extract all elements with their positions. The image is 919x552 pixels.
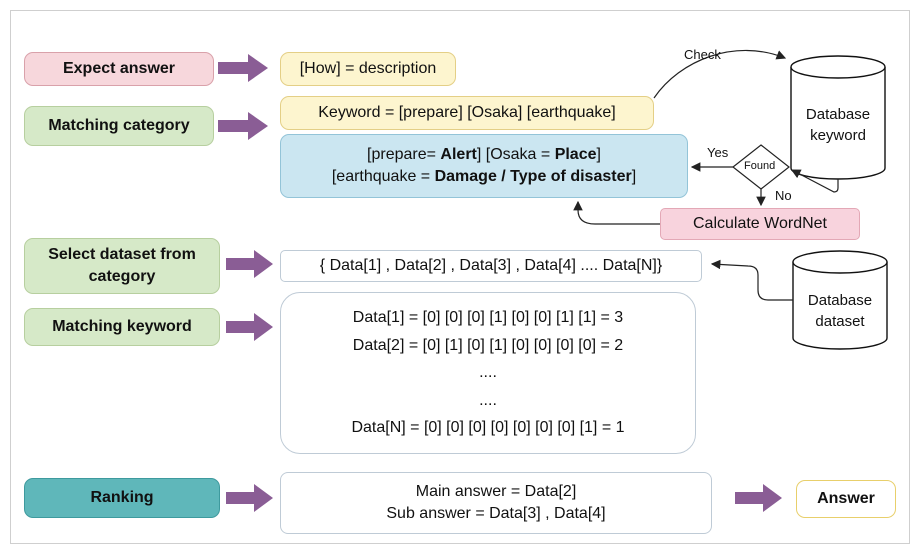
sub-answer: Sub answer = Data[3] , Data[4] (386, 505, 606, 522)
category-line-2: [earthquake = Damage / Type of disaster] (332, 166, 636, 188)
category-text: [prepare= (367, 146, 441, 164)
check-connector (653, 49, 787, 99)
database-dataset-line2: dataset (815, 313, 865, 330)
expect-answer-label: Expect answer (24, 52, 214, 86)
database-keyword-cylinder (790, 55, 886, 180)
category-text: [earthquake = (331, 168, 435, 185)
ranking-result-box: Main answer = Data[2] Sub answer = Data[… (280, 472, 712, 534)
database-keyword-label: Database keyword (791, 104, 885, 146)
data-row-ellipsis: .... (479, 364, 497, 382)
calculate-wordnet-box: Calculate WordNet (660, 208, 860, 240)
matching-keyword-label: Matching keyword (24, 308, 220, 346)
category-text: ] [Osaka = (476, 146, 555, 164)
database-dataset-cylinder (792, 250, 888, 350)
database-keyword-line2: keyword (810, 127, 866, 144)
how-description-box: [How] = description (280, 52, 456, 86)
category-text: ] (596, 146, 601, 164)
database-dataset-label: Database dataset (793, 290, 887, 332)
select-dataset-label: Select dataset from category (24, 238, 220, 294)
arrow-select-dataset (226, 250, 273, 278)
keyword-box: Keyword = [prepare] [Osaka] [earthquake] (280, 96, 654, 130)
select-dataset-line2: category (88, 268, 156, 285)
category-damage: Damage / Type of disaster (434, 168, 632, 185)
arrow-matching-category (218, 112, 268, 140)
dataset-set-box: { Data[1] , Data[2] , Data[3] , Data[4] … (280, 250, 702, 282)
wordnet-to-category-connector (573, 200, 660, 225)
arrow-answer (735, 484, 782, 512)
db-to-found-connector (790, 169, 839, 193)
main-answer: Main answer = Data[2] (415, 483, 577, 501)
arrow-ranking (226, 484, 273, 512)
keyword-matching-box: Data[1] = [0] [0] [0] [1] [0] [0] [1] [1… (280, 292, 696, 454)
matching-category-label: Matching category (24, 106, 214, 146)
arrow-matching-keyword (226, 313, 273, 341)
diagram-frame (10, 10, 910, 544)
check-label: Check (684, 47, 721, 62)
found-label: Found (744, 160, 776, 172)
data-row: Data[2] = [0] [1] [0] [1] [0] [0] [0] [0… (352, 336, 624, 354)
category-text: ] (631, 168, 637, 185)
data-row: Data[1] = [0] [0] [0] [1] [0] [0] [1] [1… (352, 309, 624, 327)
ranking-label: Ranking (24, 478, 220, 518)
dataset-connector (710, 259, 793, 301)
arrow-expect (218, 54, 268, 82)
yes-label: Yes (707, 145, 729, 160)
category-alert: Alert (440, 146, 477, 164)
answer-box: Answer (796, 480, 896, 518)
category-mapping-box: [prepare= Alert] [Osaka = Place] [earthq… (280, 134, 688, 198)
data-row-ellipsis: .... (479, 391, 497, 409)
category-place: Place (554, 146, 597, 164)
select-dataset-line1: Select dataset from (48, 246, 196, 264)
database-dataset-line1: Database (807, 292, 873, 309)
category-line-1: [prepare= Alert] [Osaka = Place] (367, 144, 601, 166)
database-keyword-line1: Database (805, 106, 871, 123)
data-row: Data[N] = [0] [0] [0] [0] [0] [0] [0] [1… (351, 419, 625, 437)
no-label: No (775, 188, 792, 203)
